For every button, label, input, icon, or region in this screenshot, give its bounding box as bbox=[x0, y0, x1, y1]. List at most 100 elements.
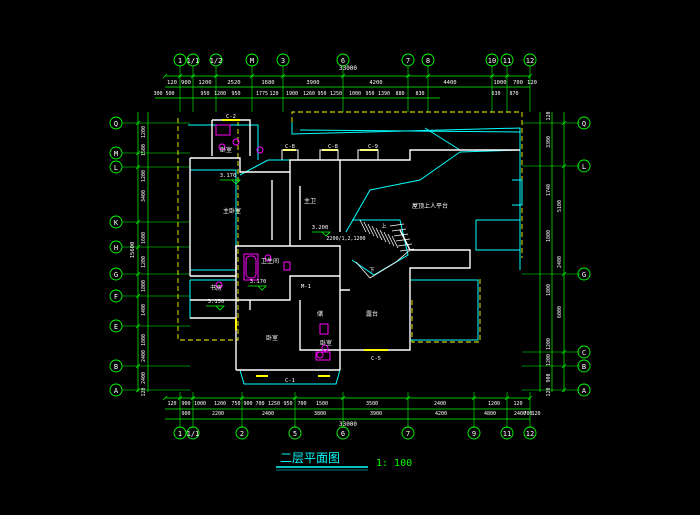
room-label-3: 主卫 bbox=[304, 197, 316, 205]
level-text-d: 3.200 bbox=[312, 225, 329, 231]
room-label-1: 主卧室 bbox=[223, 207, 241, 215]
dim-top-row1-4: 1680 bbox=[261, 80, 274, 86]
axis-bubble-top-10-circle bbox=[523, 53, 537, 67]
dim-left-6: 1800 bbox=[141, 280, 147, 292]
dim-right-10: 900 bbox=[546, 373, 552, 382]
dim-bottom-row2-9: 120 bbox=[531, 411, 540, 417]
bay-windows bbox=[281, 149, 379, 160]
axis-bubble-top-0-label: 1 bbox=[178, 57, 182, 65]
axis-bubble-left-6-circle bbox=[109, 289, 123, 303]
axis-bubble-right-2-label: G bbox=[582, 271, 586, 279]
dim-right-5: 2400 bbox=[557, 256, 563, 268]
dim-left-10: 2400 bbox=[141, 372, 147, 384]
window-tag-c9: C-9 bbox=[368, 144, 378, 150]
dimension-lines bbox=[137, 75, 565, 420]
dim-top-row1-8: 1000 bbox=[493, 80, 506, 86]
dim-top-row1-10: 120 bbox=[527, 80, 537, 86]
axis-bubble-bottom-2-label: 2 bbox=[240, 430, 244, 438]
dim-right-3: 5100 bbox=[557, 200, 563, 212]
dim-bottom-row1-12: 2400 bbox=[434, 401, 446, 407]
axis-bubble-top-3-label: M bbox=[250, 57, 254, 65]
axis-bubble-left-7-circle bbox=[109, 319, 123, 333]
dim-left-8: 1800 bbox=[141, 334, 147, 346]
dim-left-3: 3400 bbox=[141, 190, 147, 202]
axis-bubble-left-2-label: L bbox=[114, 164, 118, 172]
dim-bottom-row2-3: 3800 bbox=[314, 411, 326, 417]
room-label-0: 卧室 bbox=[220, 146, 232, 154]
door-tag-m1: M-1 bbox=[301, 284, 311, 290]
dim-top-row1-9: 700 bbox=[513, 80, 523, 86]
axis-bubble-left-2-circle bbox=[109, 160, 123, 174]
dim-bottom-row2-6: 4800 bbox=[484, 411, 496, 417]
axis-bubble-left-4-label: H bbox=[114, 244, 118, 252]
dim-bottom-row1-11: 3500 bbox=[366, 401, 378, 407]
dim-bottom-row1-1: 900 bbox=[181, 401, 190, 407]
dim-top-row2-7: 1900 bbox=[286, 91, 298, 97]
axis-bubble-bottom-0-label: 1 bbox=[178, 430, 182, 438]
axis-bubble-bottom-8-label: 12 bbox=[526, 430, 534, 438]
room-label-9: 储 bbox=[317, 310, 323, 318]
dim-top-row2-0: 300 bbox=[153, 91, 162, 97]
dim-right-2: 1740 bbox=[546, 184, 552, 196]
dim-top-row2-15: 830 bbox=[415, 91, 424, 97]
dim-top-row1-3: 2520 bbox=[227, 80, 240, 86]
axis-bubble-right-1-label: L bbox=[582, 163, 586, 171]
dim-left-9: 2400 bbox=[141, 350, 147, 362]
stair-up-text: 上 bbox=[381, 222, 387, 230]
axis-bubble-left-4-circle bbox=[109, 240, 123, 254]
fixtures bbox=[215, 124, 331, 361]
dim-top-row1-1: 900 bbox=[181, 80, 191, 86]
dim-bottom-row2-1: 2200 bbox=[212, 411, 224, 417]
axis-bubble-top-6-circle bbox=[401, 53, 415, 67]
axis-bubble-top-4-label: 3 bbox=[281, 57, 285, 65]
axis-bubble-top-5-label: 6 bbox=[341, 57, 345, 65]
dim-top-row2-3: 1200 bbox=[214, 91, 226, 97]
level-markers bbox=[206, 179, 331, 311]
window-tag-c5: C-5 bbox=[371, 356, 381, 362]
dim-top-row2-5: 1775 bbox=[256, 91, 268, 97]
dim-top-row2-9: 950 bbox=[317, 91, 326, 97]
dim-bottom-row2-4: 3900 bbox=[370, 411, 382, 417]
room-label-4: 书房 bbox=[210, 284, 222, 292]
level-text-c: 3.150 bbox=[208, 299, 225, 305]
dim-left-7: 1400 bbox=[141, 304, 147, 316]
axis-bubble-top-6-label: 7 bbox=[406, 57, 410, 65]
axis-bubble-right-2-circle bbox=[577, 267, 591, 281]
room-label-5: 卧室 bbox=[266, 334, 278, 342]
axis-bubble-bottom-6-label: 9 bbox=[472, 430, 476, 438]
dim-right-6: 1800 bbox=[546, 284, 552, 296]
dim-top-row2-4: 950 bbox=[231, 91, 240, 97]
stair-down-text: 下 bbox=[369, 267, 375, 274]
axis-bubble-right-3-circle bbox=[577, 345, 591, 359]
axis-bubble-right-0-label: Q bbox=[582, 120, 586, 128]
dim-top-row1-7: 4400 bbox=[443, 80, 456, 86]
walls bbox=[189, 119, 520, 371]
dim-bottom-row1-0: 120 bbox=[167, 401, 176, 407]
dim-bottom-row2-0: 900 bbox=[181, 411, 190, 417]
dim-top-row2-17: 870 bbox=[509, 91, 518, 97]
axis-bubble-top-1-circle bbox=[186, 53, 200, 67]
axis-bubble-left-1-label: M bbox=[114, 150, 118, 158]
window-tag-c8: C-8 bbox=[285, 144, 295, 150]
dim-bottom-row1-7: 1250 bbox=[268, 401, 280, 407]
axis-bubble-top-8-label: 10 bbox=[488, 57, 496, 65]
axis-bubble-top-2-circle bbox=[209, 53, 223, 67]
axis-bubble-right-5-label: A bbox=[582, 387, 587, 395]
dim-top-row2-16: 630 bbox=[491, 91, 500, 97]
dim-left-2: 1200 bbox=[141, 170, 147, 182]
dim-top-row2-1: 500 bbox=[165, 91, 174, 97]
axis-bubble-bottom-3-circle bbox=[288, 426, 302, 440]
axis-bubble-right-0-circle bbox=[577, 116, 591, 130]
dim-bottom-row1-8: 950 bbox=[283, 401, 292, 407]
axis-bubble-top-3-circle bbox=[245, 53, 259, 67]
dim-bottom-row2-8: 700 bbox=[523, 411, 532, 417]
room-label-6: 卧室 bbox=[320, 339, 332, 347]
stair-dim-text: 2200/1,2,1200 bbox=[326, 236, 365, 242]
dim-right-4: 1800 bbox=[546, 230, 552, 242]
window-tag-c8b: C-8 bbox=[328, 144, 338, 150]
dim-bottom-row1-13: 1200 bbox=[488, 401, 500, 407]
dim-top-row2-13: 1390 bbox=[378, 91, 390, 97]
